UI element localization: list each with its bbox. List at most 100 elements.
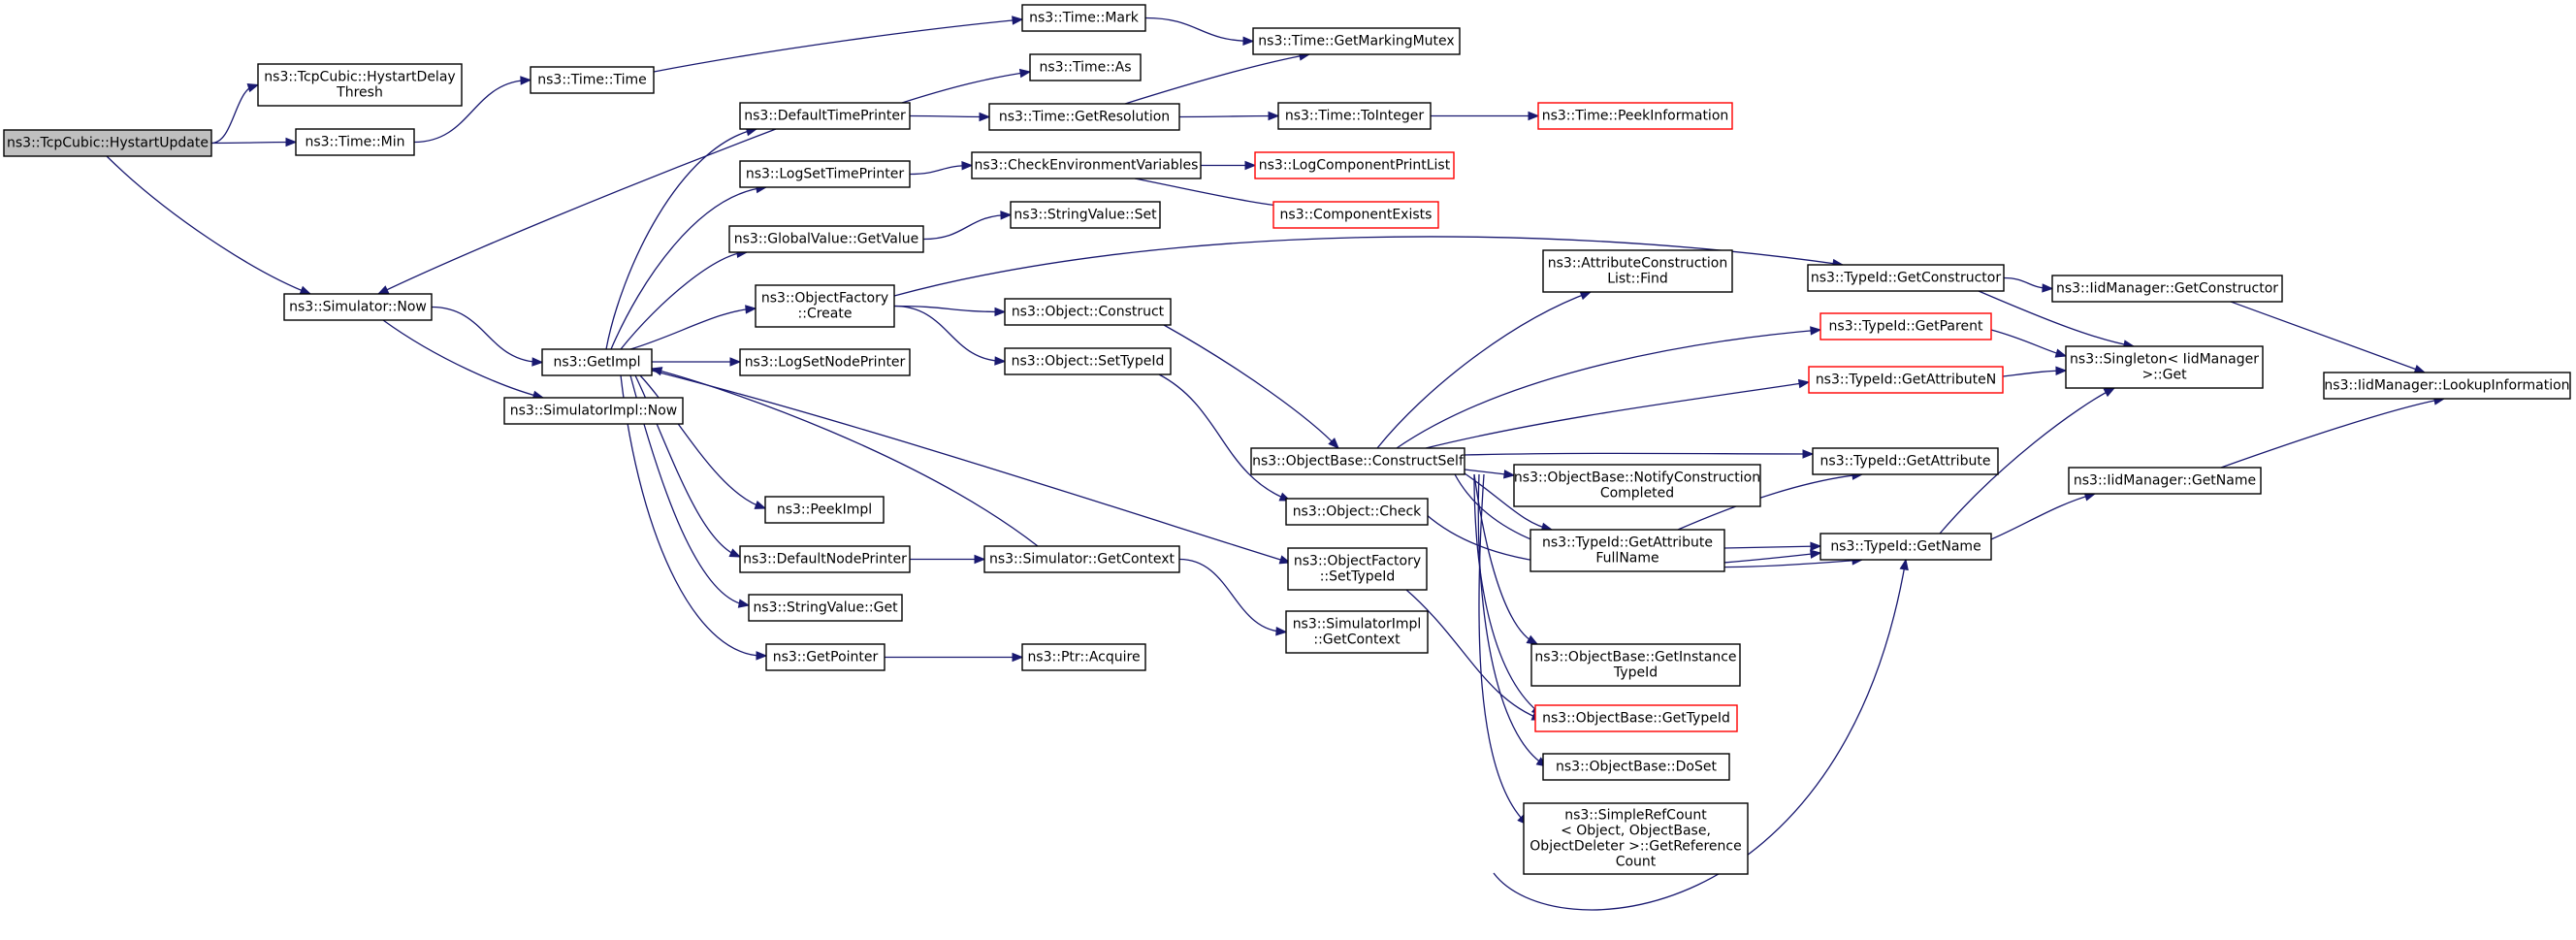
node-singleton-get[interactable]: ns3::Singleton< IidManager >::Get: [2065, 345, 2264, 389]
node-label-time-getresolution-line-0: ns3::Time::GetResolution: [999, 110, 1170, 125]
node-stringvalue-get[interactable]: ns3::StringValue::Get: [748, 594, 903, 622]
arrowhead-default-time-printer-to-time-as: [1018, 68, 1032, 79]
node-label-objectbase-getinstancetypeid-line-1: TypeId: [1613, 665, 1658, 681]
node-label-default-node-printer-line-0: ns3::DefaultNodePrinter: [743, 552, 907, 567]
node-box-objectbase-constructself: [1250, 447, 1465, 475]
node-time-peekinformation[interactable]: ns3::Time::PeekInformation: [1537, 102, 1733, 130]
node-time-getresolution[interactable]: ns3::Time::GetResolution: [988, 103, 1180, 131]
node-box-getpointer: [765, 643, 886, 671]
node-time-as[interactable]: ns3::Time::As: [1029, 53, 1142, 81]
node-objectfactory-create[interactable]: ns3::ObjectFactory::Create: [755, 284, 895, 328]
node-logcomponent-printlist[interactable]: ns3::LogComponentPrintList: [1254, 151, 1455, 179]
node-label-typeid-getattrfullname-line-1: FullName: [1595, 551, 1658, 567]
node-component-exists[interactable]: ns3::ComponentExists: [1272, 201, 1439, 229]
arrowhead-simulator-now-to-getimpl: [531, 357, 544, 367]
node-iidmanager-getconstructor[interactable]: ns3::IidManager::GetConstructor: [2051, 275, 2283, 303]
arrowhead-globalvalue-getvalue-to-stringvalue-set: [1000, 211, 1013, 220]
edge-getimpl-to-getpointer: [620, 374, 767, 657]
node-time-min[interactable]: ns3::Time::Min: [295, 128, 415, 156]
node-simulatorimpl-getcontext[interactable]: ns3::SimulatorImpl::GetContext: [1285, 610, 1429, 654]
edge-simulator-now-to-getimpl: [431, 306, 543, 364]
arrowhead-default-time-printer-to-time-getresolution: [979, 112, 991, 122]
node-box-ptr-acquire: [1021, 643, 1146, 671]
node-box-iidmanager-getname: [2068, 467, 2262, 495]
arrowhead-default-time-printer-to-simulator-now: [376, 285, 390, 295]
node-default-time-printer[interactable]: ns3::DefaultTimePrinter: [739, 102, 911, 130]
node-typeid-getname[interactable]: ns3::TypeId::GetName: [1819, 533, 1992, 561]
node-getimpl[interactable]: ns3::GetImpl: [541, 348, 653, 376]
node-box-stringvalue-set: [1010, 201, 1161, 229]
node-label-getimpl-line-0: ns3::GetImpl: [553, 355, 640, 371]
node-time-time[interactable]: ns3::Time::Time: [530, 66, 655, 94]
edge-getimpl-to-default-time-printer: [605, 128, 757, 350]
arrowhead-getimpl-to-default-node-printer: [728, 548, 742, 558]
arrowhead-objectbase-constructself-to-objectbase-getinstancetypeid: [1526, 634, 1539, 645]
arrowhead-hystart-update-to-time-min: [285, 137, 298, 147]
arrowhead-simulator-getcontext-to-simulatorimpl-getcontext: [1275, 627, 1288, 636]
edge-typeid-getname-to-singleton-get: [1939, 387, 2115, 535]
node-object-check[interactable]: ns3::Object::Check: [1285, 498, 1429, 526]
node-peekimpl[interactable]: ns3::PeekImpl: [764, 496, 885, 524]
node-time-getmarkingmutex[interactable]: ns3::Time::GetMarkingMutex: [1252, 27, 1461, 55]
edge-typeid-getname-to-iidmanager-getname: [1990, 493, 2096, 540]
node-objectbase-doset[interactable]: ns3::ObjectBase::DoSet: [1542, 753, 1730, 781]
node-hystart-update[interactable]: ns3::TcpCubic::HystartUpdate: [3, 129, 212, 157]
node-iidmanager-getname[interactable]: ns3::IidManager::GetName: [2068, 467, 2262, 495]
arrowhead-hystart-update-to-simulator-now: [299, 285, 312, 295]
node-globalvalue-getvalue[interactable]: ns3::GlobalValue::GetValue: [728, 225, 924, 253]
node-simulatorimpl-now[interactable]: ns3::SimulatorImpl::Now: [503, 397, 684, 425]
node-object-settypeid[interactable]: ns3::Object::SetTypeId: [1004, 347, 1172, 375]
node-iidmanager-lookupinfo[interactable]: ns3::IidManager::LookupInformation: [2323, 372, 2571, 400]
node-objectbase-constructself[interactable]: ns3::ObjectBase::ConstructSelf: [1250, 447, 1465, 475]
node-ptr-acquire[interactable]: ns3::Ptr::Acquire: [1021, 643, 1146, 671]
node-label-time-time-line-0: ns3::Time::Time: [537, 73, 646, 88]
node-objectfactory-settypeid[interactable]: ns3::ObjectFactory::SetTypeId: [1287, 547, 1428, 591]
arrowhead-getimpl-to-objectfactory-create: [745, 305, 757, 314]
arrowhead-objectbase-constructself-to-typeid-getattribute: [1802, 449, 1815, 459]
node-label-objectbase-notify-line-1: Completed: [1600, 486, 1674, 502]
node-box-object-settypeid: [1004, 347, 1172, 375]
edge-objectbase-constructself-to-typeid-getattribute: [1464, 452, 1814, 456]
node-objectbase-notify[interactable]: ns3::ObjectBase::NotifyConstructionCompl…: [1513, 464, 1761, 507]
node-label-hystart-update-line-0: ns3::TcpCubic::HystartUpdate: [7, 136, 209, 151]
node-label-objectbase-doset-line-0: ns3::ObjectBase::DoSet: [1556, 760, 1717, 775]
edge-hystart-update-to-time-min: [210, 141, 297, 145]
edge-time-getresolution-to-time-getmarkingmutex: [1124, 53, 1310, 105]
node-label-objectfactory-settypeid-line-1: ::SetTypeId: [1320, 569, 1396, 585]
node-objectbase-gettypeid[interactable]: ns3::ObjectBase::GetTypeId: [1534, 704, 1738, 732]
node-typeid-getconstructor[interactable]: ns3::TypeId::GetConstructor: [1807, 264, 2005, 292]
node-label-globalvalue-getvalue-line-0: ns3::GlobalValue::GetValue: [734, 232, 918, 247]
node-label-typeid-getname-line-0: ns3::TypeId::GetName: [1830, 539, 1980, 555]
node-stringvalue-set[interactable]: ns3::StringValue::Set: [1010, 201, 1161, 229]
node-object-construct[interactable]: ns3::Object::Construct: [1004, 298, 1172, 326]
node-time-mark[interactable]: ns3::Time::Mark: [1021, 4, 1146, 32]
node-logset-node-printer[interactable]: ns3::LogSetNodePrinter: [739, 348, 911, 376]
node-box-component-exists: [1272, 201, 1439, 229]
node-simulator-getcontext[interactable]: ns3::Simulator::GetContext: [983, 545, 1180, 573]
node-default-node-printer[interactable]: ns3::DefaultNodePrinter: [739, 545, 911, 573]
node-typeid-getattributen[interactable]: ns3::TypeId::GetAttributeN: [1808, 366, 2004, 394]
node-label-simulatorimpl-now-line-0: ns3::SimulatorImpl::Now: [510, 404, 678, 419]
node-label-time-tointeger-line-0: ns3::Time::ToInteger: [1285, 109, 1425, 124]
node-typeid-getattribute[interactable]: ns3::TypeId::GetAttribute: [1812, 447, 1999, 475]
node-simulator-now[interactable]: ns3::Simulator::Now: [283, 293, 433, 321]
node-label-time-mark-line-0: ns3::Time::Mark: [1029, 11, 1140, 26]
node-box-objectfactory-settypeid: [1287, 547, 1428, 591]
edge-objectfactory-settypeid-to-objectbase-gettypeid: [1405, 589, 1543, 721]
node-simplerefcount[interactable]: ns3::SimpleRefCount< Object, ObjectBase,…: [1523, 802, 1749, 875]
edge-time-mark-to-time-getmarkingmutex: [1144, 16, 1254, 43]
node-time-tointeger[interactable]: ns3::Time::ToInteger: [1277, 102, 1432, 130]
node-box-objectbase-getinstancetypeid: [1530, 643, 1741, 687]
arrowhead-time-tointeger-to-time-peekinformation: [1528, 111, 1540, 121]
node-getpointer[interactable]: ns3::GetPointer: [765, 643, 886, 671]
node-label-hystart-delay-line-1: Thresh: [336, 85, 383, 101]
node-box-logcomponent-printlist: [1254, 151, 1455, 179]
node-label-simulator-getcontext-line-0: ns3::Simulator::GetContext: [989, 552, 1175, 567]
node-logset-time-printer[interactable]: ns3::LogSetTimePrinter: [739, 160, 911, 188]
node-typeid-getparent[interactable]: ns3::TypeId::GetParent: [1819, 312, 1992, 340]
node-check-env-vars[interactable]: ns3::CheckEnvironmentVariables: [971, 151, 1202, 179]
